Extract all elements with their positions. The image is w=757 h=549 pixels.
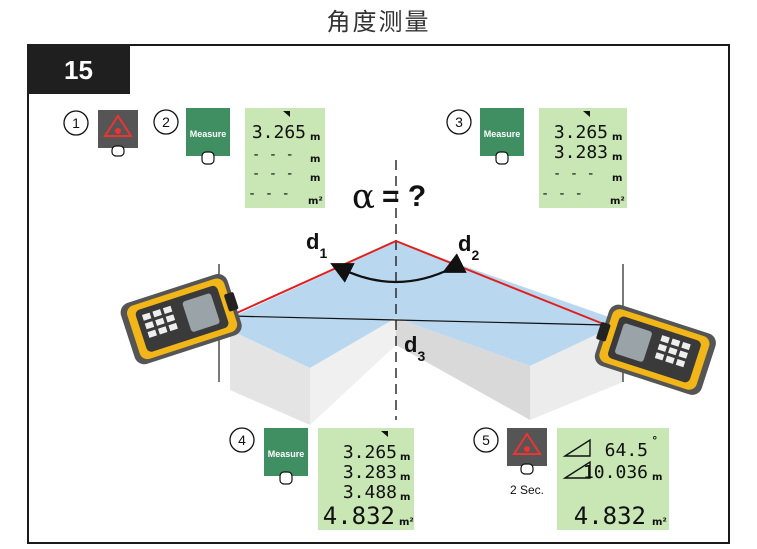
- display-row-2: 10.036: [583, 462, 648, 483]
- display-main-value: 4.832: [323, 502, 395, 530]
- label-d1: d1: [306, 229, 327, 261]
- display-row-4: - - -: [248, 186, 290, 202]
- svg-text:m²: m²: [610, 196, 625, 207]
- alpha-symbol: α: [352, 177, 375, 217]
- label-d2: d2: [458, 231, 479, 263]
- finger-icon: [495, 151, 509, 165]
- step-4-number: 4: [238, 432, 246, 448]
- svg-text:m²: m²: [308, 196, 323, 207]
- lcd-display: [318, 428, 414, 530]
- svg-text:m²: m²: [399, 517, 414, 528]
- measure-button-label: Measure: [484, 129, 521, 139]
- display-row-2: - - -: [252, 147, 294, 163]
- display-angle-value: 64.5: [605, 440, 648, 461]
- svg-text:m: m: [612, 152, 622, 163]
- display-row-1: 3.265: [343, 442, 397, 463]
- svg-text:m: m: [400, 452, 410, 463]
- table-block: [230, 242, 623, 425]
- page-title: 角度测量: [326, 8, 431, 36]
- hold-duration-label: 2 Sec.: [510, 483, 544, 497]
- svg-text:m: m: [310, 173, 320, 184]
- angle-arc: [330, 253, 467, 283]
- svg-text:m: m: [612, 173, 622, 184]
- finger-icon: [111, 145, 125, 157]
- figure-number: 15: [27, 44, 130, 94]
- lcd-display: [539, 108, 627, 208]
- finger-icon: [279, 471, 293, 485]
- display-row-2: 3.283: [343, 462, 397, 483]
- question-text: = ?: [382, 180, 426, 213]
- step-3: 3 Measure 3.265 3.283 - - - - - - m m m …: [446, 108, 627, 208]
- svg-text:m: m: [612, 132, 622, 143]
- figure-frame: [27, 44, 730, 544]
- svg-text:m: m: [310, 132, 320, 143]
- step-5: 5 2 Sec. 64.5 ° 10.036 m 4.832 m²: [473, 427, 669, 530]
- triangle-angle-icon: [562, 438, 591, 479]
- display-row-4: - - -: [541, 186, 583, 202]
- svg-text:m: m: [652, 472, 662, 483]
- svg-text:m²: m²: [652, 517, 667, 528]
- laser-d3: [229, 315, 607, 326]
- measure-button-label: Measure: [268, 449, 305, 459]
- display-main-value: 4.832: [574, 502, 646, 530]
- step-1: 1: [63, 110, 138, 157]
- display-row-1: 3.265: [554, 122, 608, 143]
- svg-text:m: m: [310, 154, 320, 165]
- finger-icon: [201, 151, 215, 165]
- lcd-display: [557, 428, 669, 530]
- display-row-2: 3.283: [554, 142, 608, 163]
- right-device: [594, 304, 716, 395]
- display-row-3: - - -: [252, 166, 294, 182]
- label-d3: d3: [404, 332, 425, 364]
- left-device: [120, 273, 242, 365]
- step-3-number: 3: [455, 114, 463, 130]
- measure-button-icon: [264, 428, 308, 476]
- display-row-1: 3.265: [252, 122, 306, 143]
- display-row-3: 3.488: [343, 482, 397, 503]
- svg-text:m: m: [400, 492, 410, 503]
- step-2-number: 2: [162, 114, 170, 130]
- measure-button-icon: [480, 108, 524, 156]
- svg-text:m: m: [400, 472, 410, 483]
- step-1-number: 1: [72, 115, 80, 131]
- lcd-display: [245, 108, 325, 208]
- step-5-number: 5: [482, 432, 490, 448]
- finger-icon: [520, 463, 534, 475]
- svg-text:°: °: [652, 434, 658, 447]
- measure-button-icon: [186, 108, 230, 156]
- step-2: 2 Measure 3.265 - - - - - - - - - m m m …: [153, 108, 325, 208]
- measure-button-label: Measure: [190, 129, 227, 139]
- display-row-3: - - -: [553, 166, 595, 182]
- step-4: 4 Measure 3.265 3.283 3.488 4.832 m m m …: [229, 427, 414, 530]
